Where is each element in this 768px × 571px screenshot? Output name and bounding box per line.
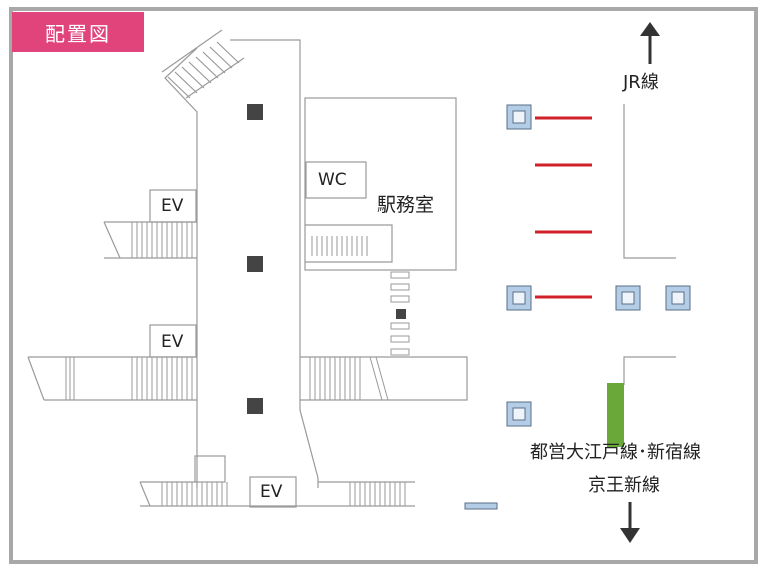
column	[247, 104, 263, 120]
jr-wall-upper	[623, 104, 676, 259]
stairs-bottom-right	[349, 482, 406, 506]
ev-label-3: EV	[260, 482, 283, 502]
column	[247, 256, 263, 272]
column	[247, 398, 263, 414]
pillar	[665, 285, 691, 311]
ev-box-3	[249, 476, 297, 508]
stairs-right-1	[309, 356, 389, 401]
pillar	[506, 104, 532, 130]
stairs-left-2	[65, 357, 193, 400]
arrow-up-jr	[640, 22, 660, 64]
ev-label-2: EV	[161, 332, 184, 352]
oedo-shinjuku-line-label: 都営大江戸線･新宿線	[530, 442, 701, 463]
ev-box-2	[149, 324, 197, 358]
main-corridor	[164, 39, 319, 488]
ticket-gates	[535, 116, 592, 299]
pillar	[615, 285, 641, 311]
columns	[247, 104, 406, 414]
upper-staircase	[161, 29, 245, 99]
jr-wall-lower	[623, 356, 676, 385]
pillar	[506, 401, 532, 427]
wc-label: WC	[318, 170, 347, 190]
column	[396, 309, 406, 319]
station-office	[304, 97, 457, 271]
blue-bar	[464, 502, 498, 510]
stairs-office	[311, 236, 368, 256]
green-marker	[607, 383, 624, 447]
ev-label-1: EV	[161, 196, 184, 216]
keio-new-line-label: 京王新線	[588, 475, 660, 496]
wc-box	[305, 161, 367, 199]
tactile-path	[390, 271, 410, 356]
station-office-label: 駅務室	[377, 194, 435, 216]
ev-box-1	[149, 189, 197, 223]
right-branch	[300, 356, 468, 401]
stairs-left-1	[131, 222, 193, 258]
arrow-down-keio	[620, 502, 640, 543]
pillar	[506, 285, 532, 311]
pillars	[506, 104, 691, 427]
jr-line-label: JR線	[623, 72, 659, 93]
stairs-bottom-left	[161, 482, 228, 506]
diagram-title: 配置図	[12, 12, 144, 52]
